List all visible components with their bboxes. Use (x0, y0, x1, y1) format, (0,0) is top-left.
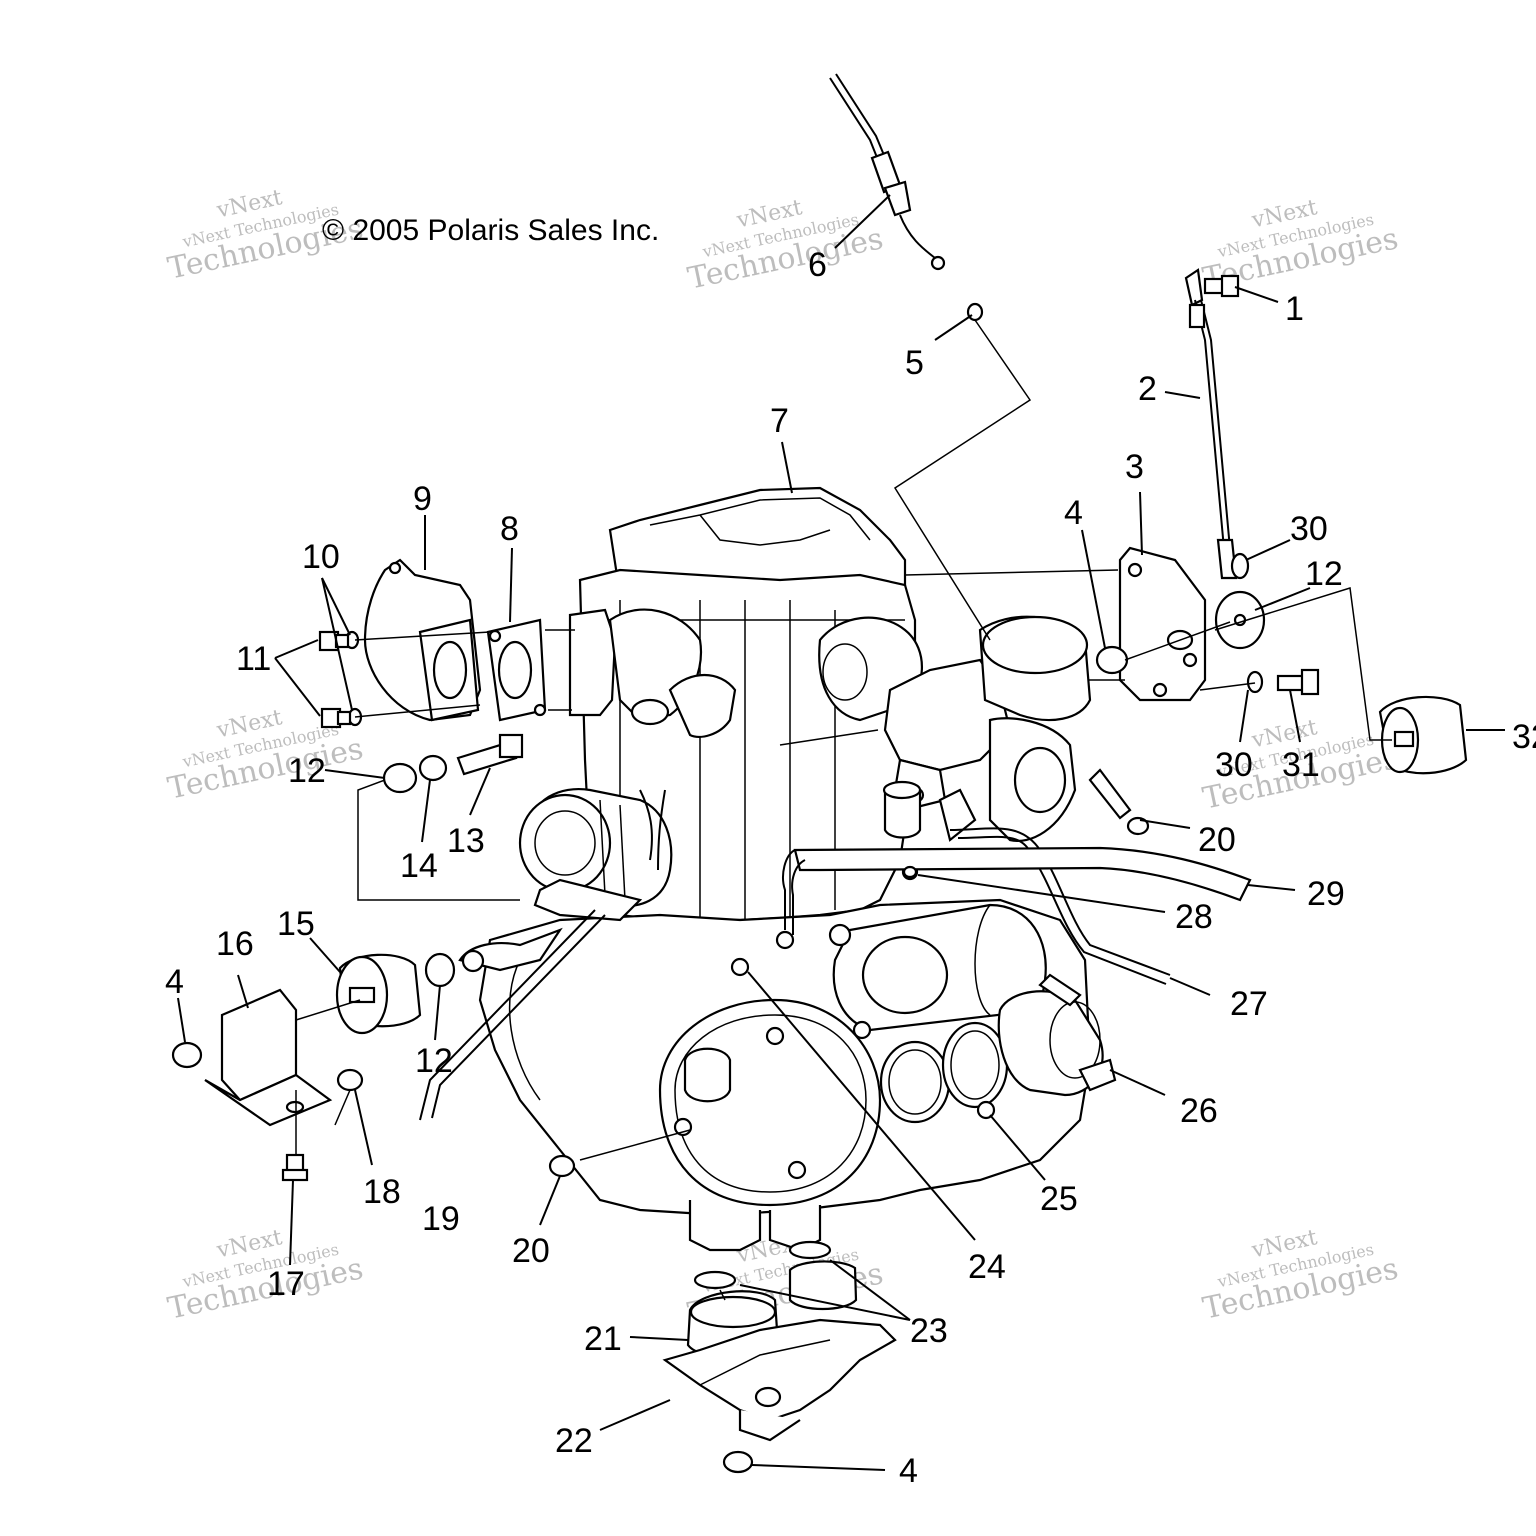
part-20-bolt (1088, 768, 1150, 836)
engine-assembly (458, 486, 1252, 1252)
watermark: vNext vNext Technologies Technologies (165, 1225, 366, 1327)
part-2-stay-rod (1184, 268, 1238, 580)
part-20-nut (548, 1154, 576, 1178)
copyright-text: © 2005 Polaris Sales Inc. (322, 214, 659, 247)
callout-27: 27 (1230, 985, 1268, 1023)
part-8-gasket (486, 618, 547, 722)
callout-13: 13 (447, 822, 485, 860)
part-1-bolt (1203, 274, 1240, 298)
part-5-grommet (966, 302, 984, 322)
part-12-washer (382, 762, 418, 794)
callout-20: 20 (1198, 821, 1236, 859)
part-4-nut (1095, 645, 1129, 675)
part-32-damper (1378, 695, 1468, 775)
outlet-duct (879, 1040, 951, 1124)
callout-12: 12 (1305, 555, 1343, 593)
callout-4: 4 (1064, 494, 1083, 532)
callout-32: 32 (1512, 718, 1536, 756)
part-24-bolt (730, 957, 750, 977)
callout-4: 4 (165, 963, 184, 1001)
part-23-washer (788, 1240, 832, 1260)
part-16-bracket (204, 988, 333, 1127)
watermark: vNext vNext Technologies Technologies (1200, 1225, 1401, 1327)
callout-12: 12 (415, 1042, 453, 1080)
part-4-nut (722, 1450, 754, 1474)
water-outlet (568, 608, 617, 717)
callout-18: 18 (363, 1173, 401, 1211)
part-12-washer (424, 952, 456, 988)
part-28-bolt (902, 865, 918, 879)
part-22-bracket (662, 1318, 897, 1442)
part-23-washer (693, 1270, 737, 1290)
callout-10: 10 (302, 538, 340, 576)
part-18-nut (336, 1068, 364, 1092)
callout-3: 3 (1125, 448, 1144, 486)
watermark: vNext vNext Technologies Technologies (165, 705, 366, 807)
callout-11: 11 (236, 640, 271, 678)
part-19-tube (419, 909, 596, 1121)
callout-25: 25 (1040, 1180, 1078, 1218)
part-30-washer (1246, 670, 1264, 694)
callout-labels: 1 2 3 4 5 6 7 8 9 10 11 12 12 12 13 14 1… (165, 246, 1536, 1490)
callout-14: 14 (400, 847, 438, 885)
part-12-washer (1214, 590, 1266, 650)
callout-23: 23 (910, 1312, 948, 1350)
part-15-damper (335, 953, 422, 1035)
callout-17: 17 (267, 1265, 305, 1303)
callout-30: 30 (1215, 746, 1253, 784)
part-11-bolt (320, 707, 352, 729)
callout-19: 19 (422, 1200, 460, 1238)
callout-12: 12 (288, 752, 326, 790)
watermark: vNext vNext Technologies Technologies (685, 195, 886, 297)
callout-5: 5 (905, 344, 924, 382)
callout-30: 30 (1290, 510, 1328, 548)
callout-24: 24 (968, 1248, 1006, 1286)
elbow-fitting (668, 673, 737, 738)
callout-26: 26 (1180, 1092, 1218, 1130)
callout-9: 9 (413, 480, 432, 518)
part-6-cable (829, 73, 946, 271)
callout-21: 21 (584, 1320, 622, 1358)
callout-28: 28 (1175, 898, 1213, 936)
oil-tube (793, 846, 1252, 902)
part-30-washer (1230, 552, 1250, 580)
callout-7: 7 (770, 402, 789, 440)
part-14-washer (418, 754, 448, 782)
part-31-bolt (1276, 668, 1320, 696)
callout-15: 15 (277, 905, 315, 943)
outlet-duct (941, 1021, 1009, 1109)
part-21-damper (686, 1260, 858, 1359)
part-11-bolt (318, 630, 350, 652)
callout-31: 31 (1282, 746, 1320, 784)
part-4-nut (171, 1041, 203, 1069)
callout-4: 4 (899, 1452, 918, 1490)
callout-29: 29 (1307, 875, 1345, 913)
callout-8: 8 (500, 510, 519, 548)
leader-lines (177, 194, 1505, 1471)
callout-22: 22 (555, 1422, 593, 1460)
part-13-bolt (456, 733, 524, 776)
callout-1: 1 (1285, 290, 1304, 328)
callout-2: 2 (1138, 370, 1157, 408)
callout-6: 6 (808, 246, 827, 284)
callout-20: 20 (512, 1232, 550, 1270)
callout-16: 16 (216, 925, 254, 963)
part-17-bolt (281, 1153, 309, 1182)
part-9-housing (363, 558, 482, 722)
